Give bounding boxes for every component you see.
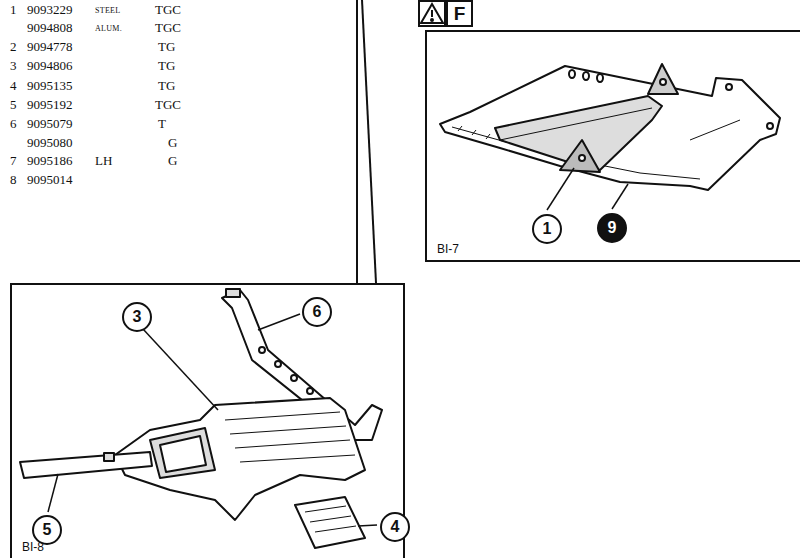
crossmember-drawing xyxy=(291,375,297,381)
skid-plate-drawing xyxy=(160,436,206,472)
warning-symbol xyxy=(421,4,443,23)
table-cell: 9093229 xyxy=(27,2,73,17)
skid-plate-drawing xyxy=(225,412,355,462)
skid-plate-drawing xyxy=(597,74,603,82)
skid-plate-drawing xyxy=(660,79,666,85)
callout-number: 5 xyxy=(43,522,52,538)
skid-plate-drawing xyxy=(726,84,732,90)
table-cell: 1 xyxy=(10,2,17,17)
figure-panel: BI-7 1 9 xyxy=(425,30,800,262)
crossmember-drawing xyxy=(275,361,281,367)
leader-line xyxy=(612,184,628,209)
skid-plate-drawing xyxy=(690,120,740,140)
skid-plate-drawing xyxy=(583,72,589,80)
table-cell: 9095186 xyxy=(27,153,73,168)
table-cell: 3 xyxy=(10,58,17,73)
plate-drawing xyxy=(295,497,365,548)
crossmember-drawing xyxy=(226,289,240,297)
leader-line xyxy=(143,329,218,410)
figure-number: BI-8 xyxy=(12,540,403,558)
warning-symbol xyxy=(419,1,445,26)
table-cell: 9094778 xyxy=(27,39,73,54)
callout-number: 1 xyxy=(543,221,552,237)
table-cell: 9094808 xyxy=(27,20,73,35)
table-cell: STEEL xyxy=(95,6,121,16)
skid-plate-drawing xyxy=(495,96,662,170)
symbol-letter: F xyxy=(447,1,472,26)
skid-plate-drawing xyxy=(150,428,215,478)
crossmember-drawing xyxy=(259,347,265,353)
table-cell: TG xyxy=(158,78,175,93)
figure-panel: BI-8 3 6 5 4 xyxy=(10,283,405,558)
skid-plate-drawing xyxy=(569,70,575,78)
warning-symbol xyxy=(447,1,472,26)
table-cell: 9095135 xyxy=(27,78,73,93)
crossmember-drawing xyxy=(307,388,313,394)
callout-number: 4 xyxy=(391,519,400,535)
table-cell: G xyxy=(168,153,177,168)
skid-plate-drawing xyxy=(500,108,652,140)
bar-drawing xyxy=(104,453,114,461)
table-cell: 9095080 xyxy=(27,135,73,150)
leader-line xyxy=(547,168,574,210)
callout-number: 5 xyxy=(32,515,62,545)
skid-plate-drawing xyxy=(560,140,600,172)
callout-number: 9 xyxy=(608,220,617,236)
callout-number: 3 xyxy=(122,302,152,332)
bar-drawing xyxy=(20,452,152,478)
leader-line xyxy=(48,314,377,526)
table-cell: 4 xyxy=(10,78,17,93)
warning-symbol xyxy=(431,10,433,17)
skid-plate-drawing xyxy=(440,66,780,190)
table-cell: 7 xyxy=(10,153,17,168)
table-cell: ALUM. xyxy=(95,24,122,34)
callout-number: 4 xyxy=(380,512,410,542)
warning-symbol xyxy=(419,1,472,26)
sheet-border xyxy=(362,0,376,283)
sheet-border xyxy=(357,0,376,283)
plate-drawing xyxy=(295,497,365,548)
plate-drawing xyxy=(305,506,356,532)
bar-drawing xyxy=(20,452,152,478)
skid-plate-drawing xyxy=(648,64,678,94)
skid-plate-drawing xyxy=(579,155,585,161)
table-cell: T xyxy=(158,116,166,131)
sheet-border xyxy=(356,0,358,283)
callout-number: 9 xyxy=(597,213,627,243)
table-cell: 6 xyxy=(10,116,17,131)
leader-line xyxy=(547,168,628,210)
warning-symbol xyxy=(431,19,433,21)
leader-line xyxy=(48,474,58,512)
figure-number: BI-7 xyxy=(427,242,800,260)
callout-number: 1 xyxy=(532,214,562,244)
table-cell: 9095192 xyxy=(27,97,73,112)
table-cell: TG xyxy=(158,39,175,54)
table-cell: TGC xyxy=(155,97,181,112)
callout-number: 6 xyxy=(302,297,332,327)
table-cell: 9095014 xyxy=(27,172,73,187)
callout-number: 6 xyxy=(313,304,322,320)
skid-plate-drawing xyxy=(767,123,773,129)
skid-plate-drawing xyxy=(458,126,490,139)
table-cell: 2 xyxy=(10,39,17,54)
leader-line xyxy=(258,314,300,330)
table-cell: 5 xyxy=(10,97,17,112)
table-cell: TG xyxy=(158,58,175,73)
skid-plate-drawing xyxy=(440,64,780,190)
table-cell: TGC xyxy=(155,20,181,35)
table-cell: 9095079 xyxy=(27,116,73,131)
table-cell: LH xyxy=(95,153,112,168)
table-cell: TGC xyxy=(155,2,181,17)
table-cell: G xyxy=(168,135,177,150)
table-cell: 9094806 xyxy=(27,58,73,73)
table-cell: 8 xyxy=(10,172,17,187)
callout-number: 3 xyxy=(133,309,142,325)
leader-line xyxy=(358,525,377,526)
